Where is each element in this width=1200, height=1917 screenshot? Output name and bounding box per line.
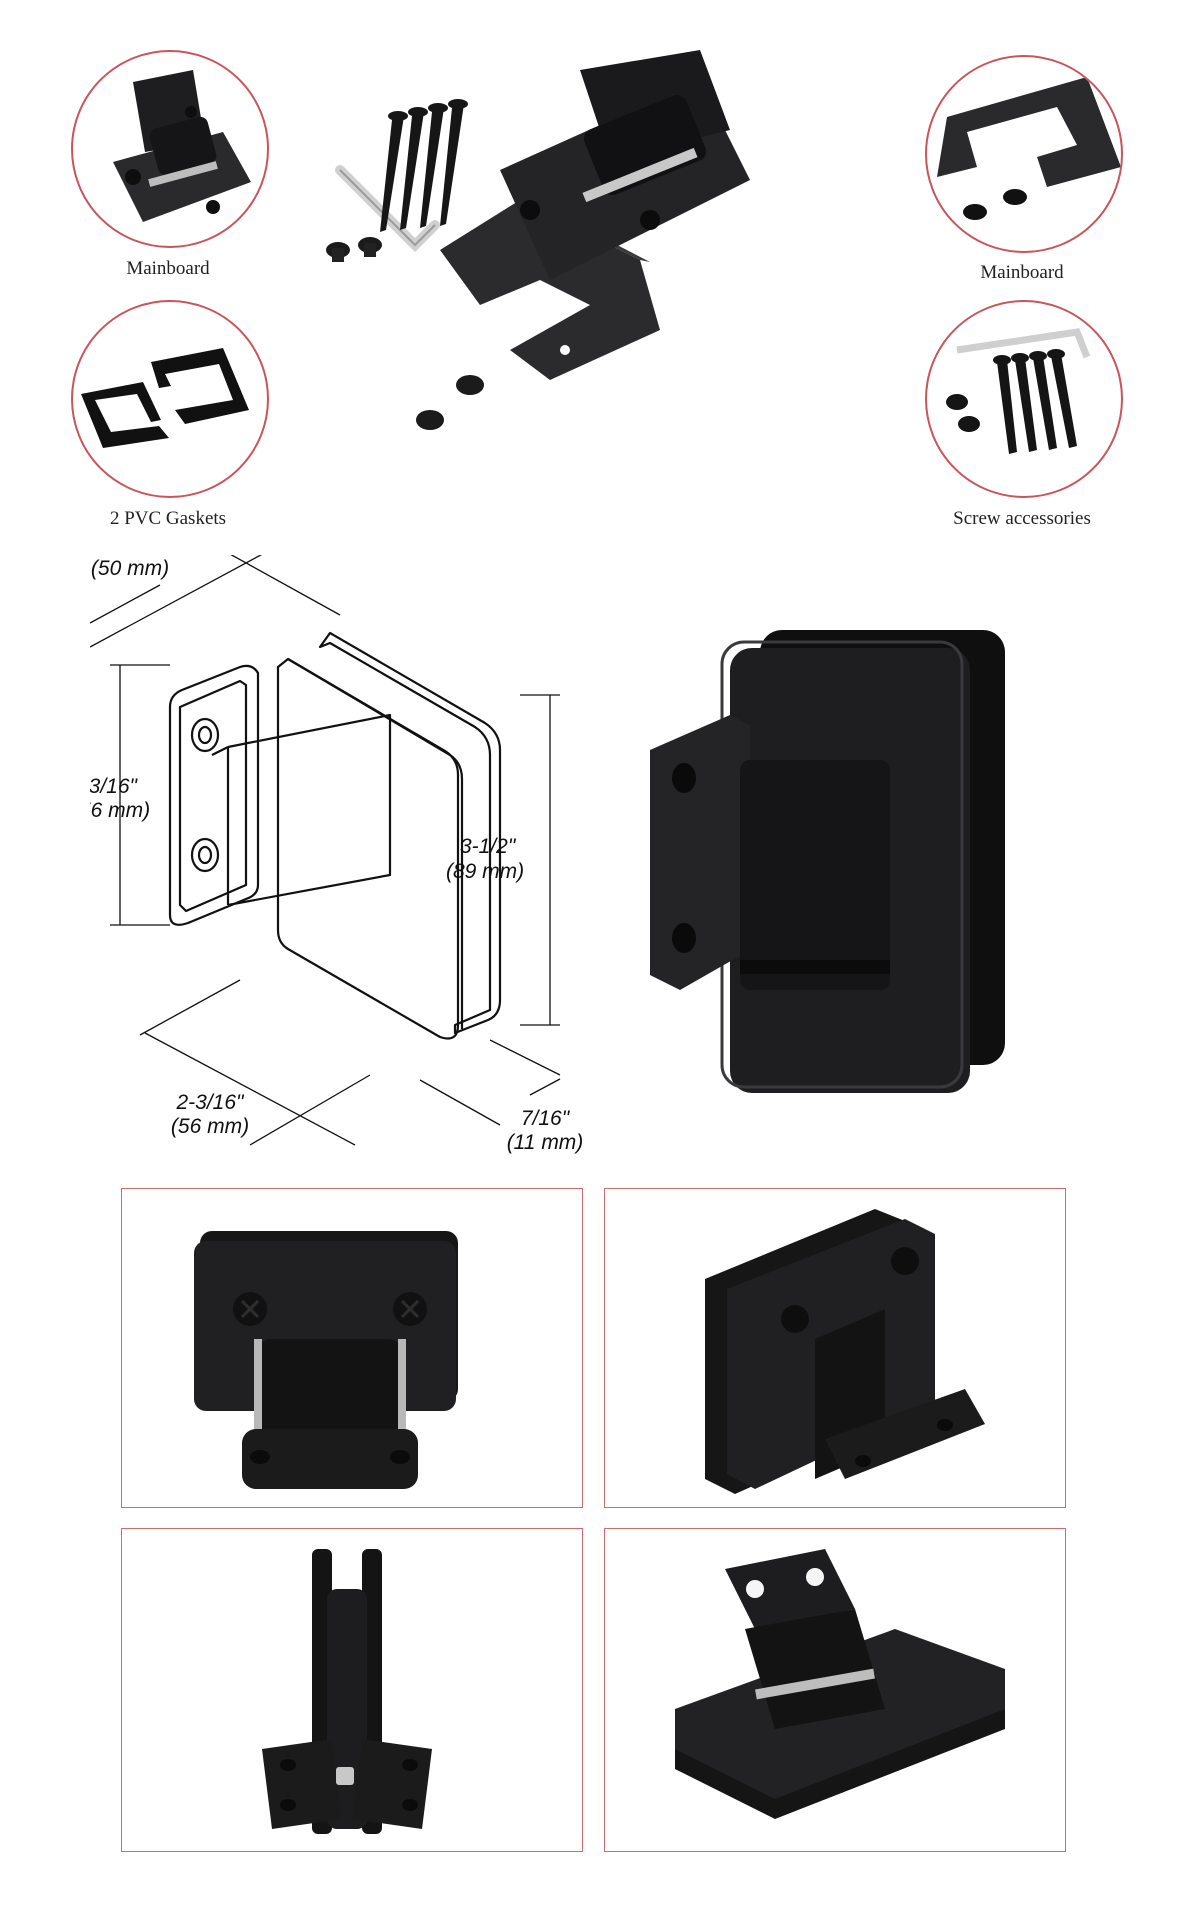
dim-right-height-mm: (89 mm): [446, 860, 524, 883]
dim-right-height-in: 3-1/2": [460, 835, 517, 858]
hinge-photo: [113, 70, 251, 222]
caption-screw-accessories: Screw accessories: [953, 508, 1091, 529]
dim-thickness-in: 7/16": [521, 1107, 571, 1130]
caption-mainboard-left: Mainboard: [126, 258, 210, 279]
photo-frame-angle: [604, 1188, 1066, 1508]
dim-left-height-in: 2-3/16": [90, 775, 139, 798]
caption-mainboard-right: Mainboard: [980, 262, 1064, 283]
screw-accessories-circle: [925, 300, 1123, 498]
dimension-drawing: 2" (50 mm) 2-3/16" (56 mm) 3-1/2" (89 mm…: [90, 555, 584, 1154]
hinge-photo: [194, 1231, 458, 1489]
small-screw-icon: [326, 237, 382, 262]
hinge-photo: [500, 50, 750, 280]
product-spread-photo: [326, 50, 750, 430]
photo-frame-front: [121, 1188, 583, 1508]
hinge-photo: [675, 1549, 1005, 1819]
mainboard-circle-right: [925, 55, 1123, 253]
dim-left-height-mm: (56 mm): [90, 799, 150, 822]
dim-thickness-mm: (11 mm): [507, 1131, 584, 1154]
photo-frame-side: [121, 1528, 583, 1852]
screw-icon: [946, 328, 1091, 454]
cover-plate-icon: [937, 77, 1121, 220]
caption-gaskets: 2 PVC Gaskets: [109, 508, 227, 529]
screw-icon: [380, 99, 468, 232]
dim-depth-in: 2-3/16": [176, 1091, 246, 1114]
bottom-screw-icon: [416, 375, 484, 430]
hinge-photo: [650, 630, 1005, 1093]
photo-frame-top: [604, 1528, 1066, 1852]
gaskets-circle: [71, 300, 269, 498]
allen-key-icon: [335, 165, 440, 253]
dim-depth-mm: (56 mm): [171, 1115, 249, 1138]
hinge-photo: [262, 1549, 432, 1834]
gasket-icon: [81, 348, 249, 448]
dim-width-mm: (50 mm): [91, 557, 169, 580]
hinge-photo: [705, 1209, 985, 1494]
mainboard-circle-left: [71, 50, 269, 248]
